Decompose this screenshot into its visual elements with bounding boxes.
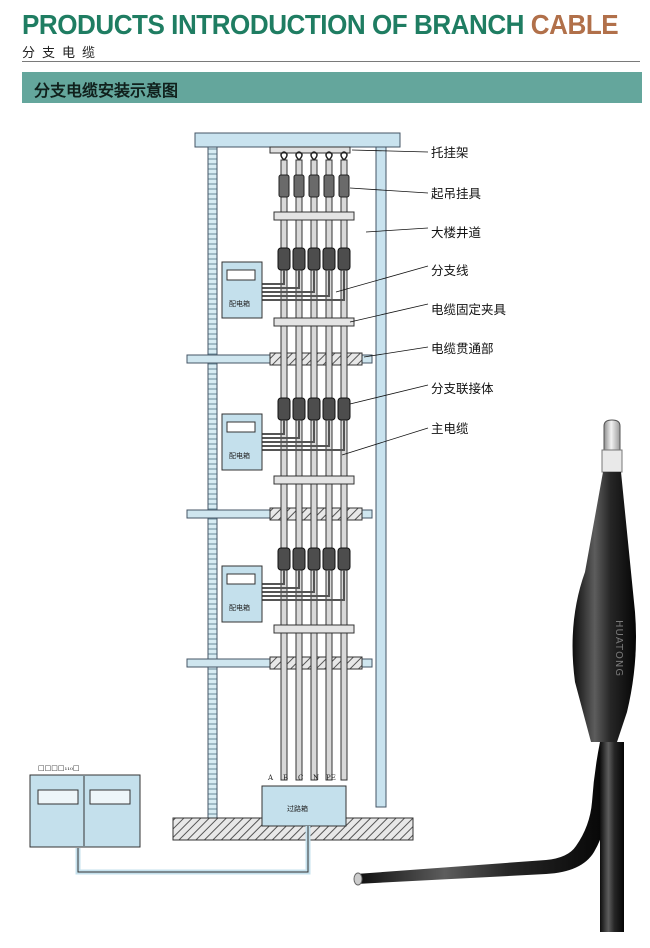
callout-hanging-bracket: 托挂架: [431, 145, 469, 160]
hanging-bracket: [269, 146, 351, 154]
phase-label-b: B: [283, 774, 288, 782]
product-brand: HUATONG: [613, 620, 624, 677]
main-panel: □□□□₁₁₀□: [29, 764, 311, 875]
distribution-box-label: 配电箱: [229, 603, 250, 612]
junction-box-label: 过路箱: [287, 804, 308, 813]
header-divider: [22, 61, 640, 62]
left-column: [207, 146, 218, 833]
right-column: [375, 146, 387, 808]
section-title: 分支电缆安装示意图: [34, 81, 179, 100]
section-band: 分支电缆安装示意图: [22, 72, 642, 103]
branch-lines: [262, 270, 345, 601]
cable-clamps: [273, 211, 355, 634]
distribution-box-2: 配电箱: [221, 413, 263, 471]
ceiling-beam: [194, 132, 401, 148]
title-accent: CABLE: [530, 9, 619, 40]
callout-penetration: 电缆贯通部: [431, 341, 494, 356]
phase-label-a: A: [267, 774, 274, 782]
main-panel-label: □□□□₁₁₀□: [38, 764, 80, 772]
callout-lines: [335, 149, 429, 456]
phase-labels: A B C N PE: [267, 774, 336, 782]
callout-clamp: 电缆固定夹具: [431, 302, 507, 317]
phase-label-n: N: [313, 774, 319, 782]
distribution-box-label: 配电箱: [229, 299, 250, 308]
distribution-box-1: 配电箱: [221, 261, 263, 319]
junction-box: [261, 785, 347, 827]
lifting-grips: [278, 174, 350, 198]
callout-labels: 托挂架 起吊挂具 大楼井道 分支线 电缆固定夹具 电缆贯通部 分支联接体 主电缆: [431, 145, 507, 436]
callout-branch-line: 分支线: [431, 263, 469, 278]
branch-cable-product: HUATONG: [353, 419, 636, 932]
floor-slabs: [186, 352, 373, 670]
distribution-box-3: 配电箱: [221, 565, 263, 623]
title-main: PRODUCTS INTRODUCTION OF BRANCH: [22, 9, 531, 40]
page-subtitle: 分支电缆: [22, 46, 103, 61]
callout-lifting-grip: 起吊挂具: [431, 186, 482, 201]
callout-shaft: 大楼井道: [431, 225, 482, 240]
phase-label-pe: PE: [326, 774, 336, 782]
phase-label-c: C: [298, 774, 303, 782]
distribution-box-label: 配电箱: [229, 451, 250, 460]
callout-main-cable: 主电缆: [431, 421, 469, 436]
callout-branch-joint: 分支联接体: [431, 381, 494, 396]
lifting-hooks: [280, 151, 348, 161]
page-title: PRODUCTS INTRODUCTION OF BRANCH CABLE: [22, 8, 619, 42]
